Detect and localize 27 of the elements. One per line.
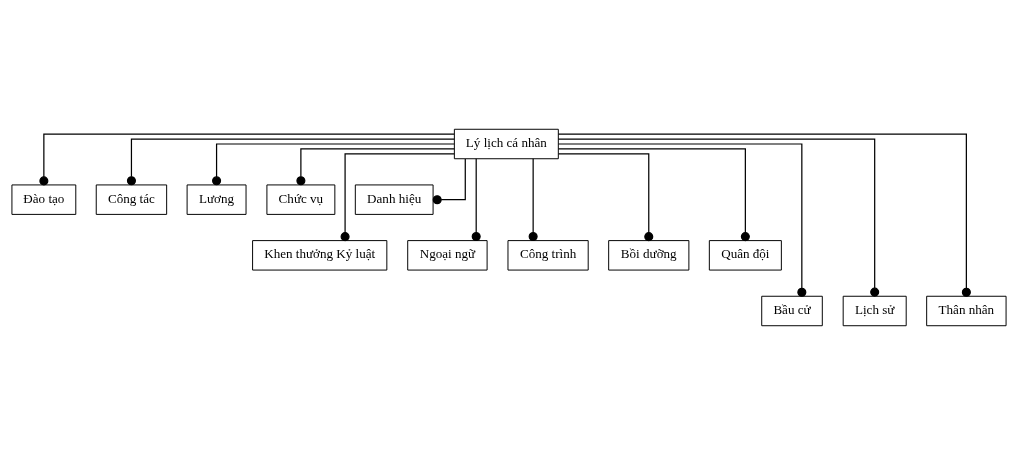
node-box: Danh hiệu	[354, 184, 434, 215]
connector	[39, 133, 455, 186]
connector	[557, 138, 880, 297]
connector	[471, 158, 481, 242]
node-box: Quân đội	[708, 240, 782, 271]
node-box: Lịch sử	[842, 295, 907, 327]
node-box: Thân nhân	[926, 295, 1007, 327]
node-box: Bồi dưỡng	[608, 240, 690, 271]
connector	[557, 133, 971, 297]
node-box: Lương	[186, 184, 247, 215]
node-box: Bầu cử	[761, 295, 823, 327]
connector	[126, 138, 455, 186]
connector	[340, 153, 455, 242]
connector	[296, 148, 455, 186]
connector	[557, 143, 807, 297]
node-box: Công trình	[507, 240, 589, 271]
connector	[432, 158, 466, 205]
node-box: Chức vụ	[266, 184, 336, 215]
node-box: Khen thưởng Kỷ luật	[252, 240, 388, 271]
node-box: Lý lịch cá nhân	[453, 128, 559, 160]
connector	[528, 158, 538, 242]
node-box: Công tác	[95, 184, 168, 215]
connector	[212, 143, 455, 186]
connector	[557, 153, 654, 242]
node-box: Đào tạo	[11, 184, 77, 215]
connector	[557, 148, 750, 242]
node-box: Ngoại ngữ	[407, 240, 488, 271]
